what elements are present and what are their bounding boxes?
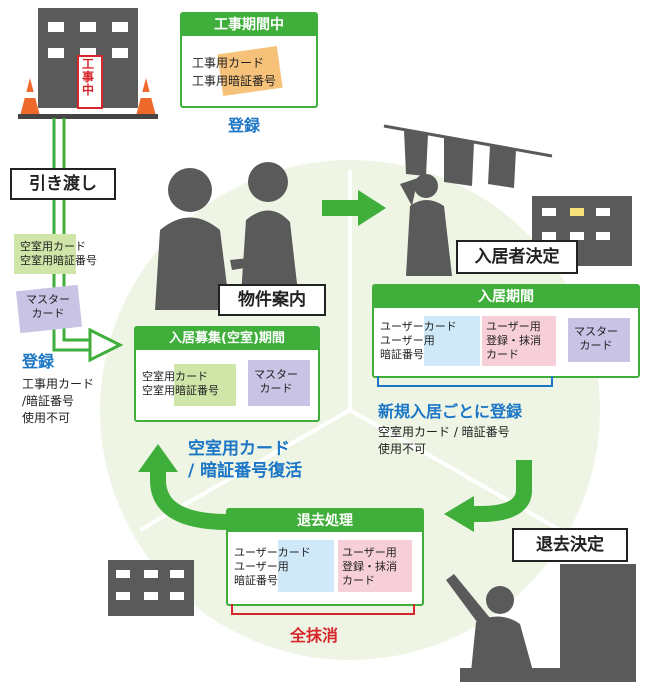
- moveout-reg-line1: ユーザー用: [342, 546, 397, 559]
- handover-note-line2: /暗証番号: [22, 394, 75, 408]
- recruit-vacant-text: 空室用カード 空室用暗証番号: [142, 370, 219, 398]
- occupancy-master-line2: カード: [579, 339, 613, 352]
- handover-label: 引き渡し: [10, 168, 116, 200]
- moveout-registration-card-icon: [338, 540, 412, 592]
- occupancy-note-line1: 空室用カード / 暗証番号: [378, 425, 510, 439]
- cycle-arrow-left: [138, 444, 229, 530]
- handover-vacant-text: 空室用カード 空室用暗証番号: [20, 240, 97, 268]
- recruit-master-text: マスター カード: [254, 368, 298, 396]
- recruit-vacant-card-icon: [174, 364, 236, 406]
- occupancy-master-card-icon: [568, 318, 630, 362]
- construction-card-line1: 工事用カード: [192, 56, 265, 70]
- recruit-master-card-icon: [248, 360, 310, 406]
- erase-all-label: 全抹消: [290, 626, 339, 645]
- occupancy-master-line1: マスター: [574, 325, 618, 338]
- occupancy-note: 空室用カード / 暗証番号 使用不可: [378, 424, 510, 458]
- occupancy-reg-line1: ユーザー用: [486, 320, 541, 333]
- tenant-decided-label: 入居者決定: [456, 240, 578, 274]
- handover-master-line2: カード: [31, 307, 65, 320]
- recruitment-period-header: 入居募集(空室)期間: [136, 328, 318, 350]
- moveout-reg-line2: 登録・抹消: [342, 560, 397, 573]
- moveout-process-box: 退去処理 ユーザーカード ユーザー用 暗証番号 ユーザー用 登録・抹消 カード: [226, 508, 424, 606]
- moveout-decided-label: 退去決定: [512, 528, 628, 562]
- laundry-move-in-icon: [383, 124, 553, 276]
- recruitment-period-box: 入居募集(空室)期間 空室用カード 空室用暗証番号 マスター カード: [134, 326, 320, 422]
- occupancy-user-line1: ユーザーカード: [380, 320, 457, 333]
- occupancy-period-header: 入居期間: [374, 286, 638, 308]
- vacant-card-icon: [14, 234, 76, 274]
- cycle-arrow-right: [444, 460, 532, 532]
- moveout-user-text: ユーザーカード ユーザー用 暗証番号: [234, 546, 311, 588]
- moveout-user-card-icon: [278, 540, 334, 592]
- construction-register-label: 登録: [228, 116, 261, 135]
- handover-master-line1: マスター: [26, 293, 70, 306]
- moveout-user-line3: 暗証番号: [234, 574, 278, 587]
- handover-master-text: マスター カード: [26, 293, 70, 321]
- occupancy-user-line3: 暗証番号: [380, 348, 424, 361]
- construction-card-line2: 工事用暗証番号: [192, 74, 277, 88]
- construction-period-box: 工事期間中 工事用カード 工事用暗証番号: [180, 12, 318, 108]
- occupancy-bracket: [377, 376, 553, 387]
- occupancy-user-line2: ユーザー用: [380, 334, 435, 347]
- handover-register-label: 登録: [22, 352, 55, 371]
- handover-vacant-line2: 空室用暗証番号: [20, 254, 97, 267]
- recruit-vacant-line1: 空室用カード: [142, 370, 208, 383]
- recruit-vacant-line2: 空室用暗証番号: [142, 384, 219, 397]
- handover-note: 工事用カード /暗証番号 使用不可: [22, 376, 94, 427]
- occupancy-master-text: マスター カード: [574, 325, 618, 353]
- moveout-reg-text: ユーザー用 登録・抹消 カード: [342, 546, 397, 588]
- user-card-icon: [424, 316, 480, 366]
- occupancy-register-label: 新規入居ごとに登録: [378, 402, 523, 421]
- moveout-user-line2: ユーザー用: [234, 560, 289, 573]
- building-under-construction-icon: [18, 8, 158, 119]
- occupancy-reg-line2: 登録・抹消: [486, 334, 541, 347]
- moveout-reg-line3: カード: [342, 574, 375, 587]
- occupancy-reg-text: ユーザー用 登録・抹消 カード: [486, 320, 541, 362]
- vacant-building-icon: [108, 560, 194, 616]
- construction-card-text: 工事用カード 工事用暗証番号: [192, 54, 276, 90]
- erase-bracket: [231, 604, 415, 615]
- moving-out-person-icon: [446, 564, 636, 682]
- handover-vacant-line1: 空室用カード: [20, 240, 86, 253]
- recruit-master-line1: マスター: [254, 368, 298, 381]
- recruit-master-line2: カード: [259, 382, 293, 395]
- construction-period-header: 工事期間中: [182, 14, 316, 36]
- moveout-user-line1: ユーザーカード: [234, 546, 311, 559]
- construction-sign: 工事中: [81, 57, 94, 97]
- occupancy-reg-line3: カード: [486, 348, 519, 361]
- handover-note-line1: 工事用カード: [22, 377, 95, 391]
- registration-card-icon: [482, 316, 556, 366]
- restore-line1: 空室用カード: [188, 439, 290, 459]
- cycle-arrow-top: [322, 190, 386, 226]
- handover-note-line3: 使用不可: [22, 411, 71, 425]
- property-showing-label: 物件案内: [218, 284, 326, 316]
- moveout-process-header: 退去処理: [228, 510, 422, 532]
- occupancy-period-box: 入居期間 ユーザーカード ユーザー用 暗証番号 ユーザー用 登録・抹消 カード …: [372, 284, 640, 378]
- restore-line2: / 暗証番号復活: [188, 461, 303, 481]
- occupancy-user-text: ユーザーカード ユーザー用 暗証番号: [380, 320, 457, 362]
- restore-text: 空室用カード / 暗証番号復活: [188, 438, 302, 482]
- occupancy-note-line2: 使用不可: [378, 442, 427, 456]
